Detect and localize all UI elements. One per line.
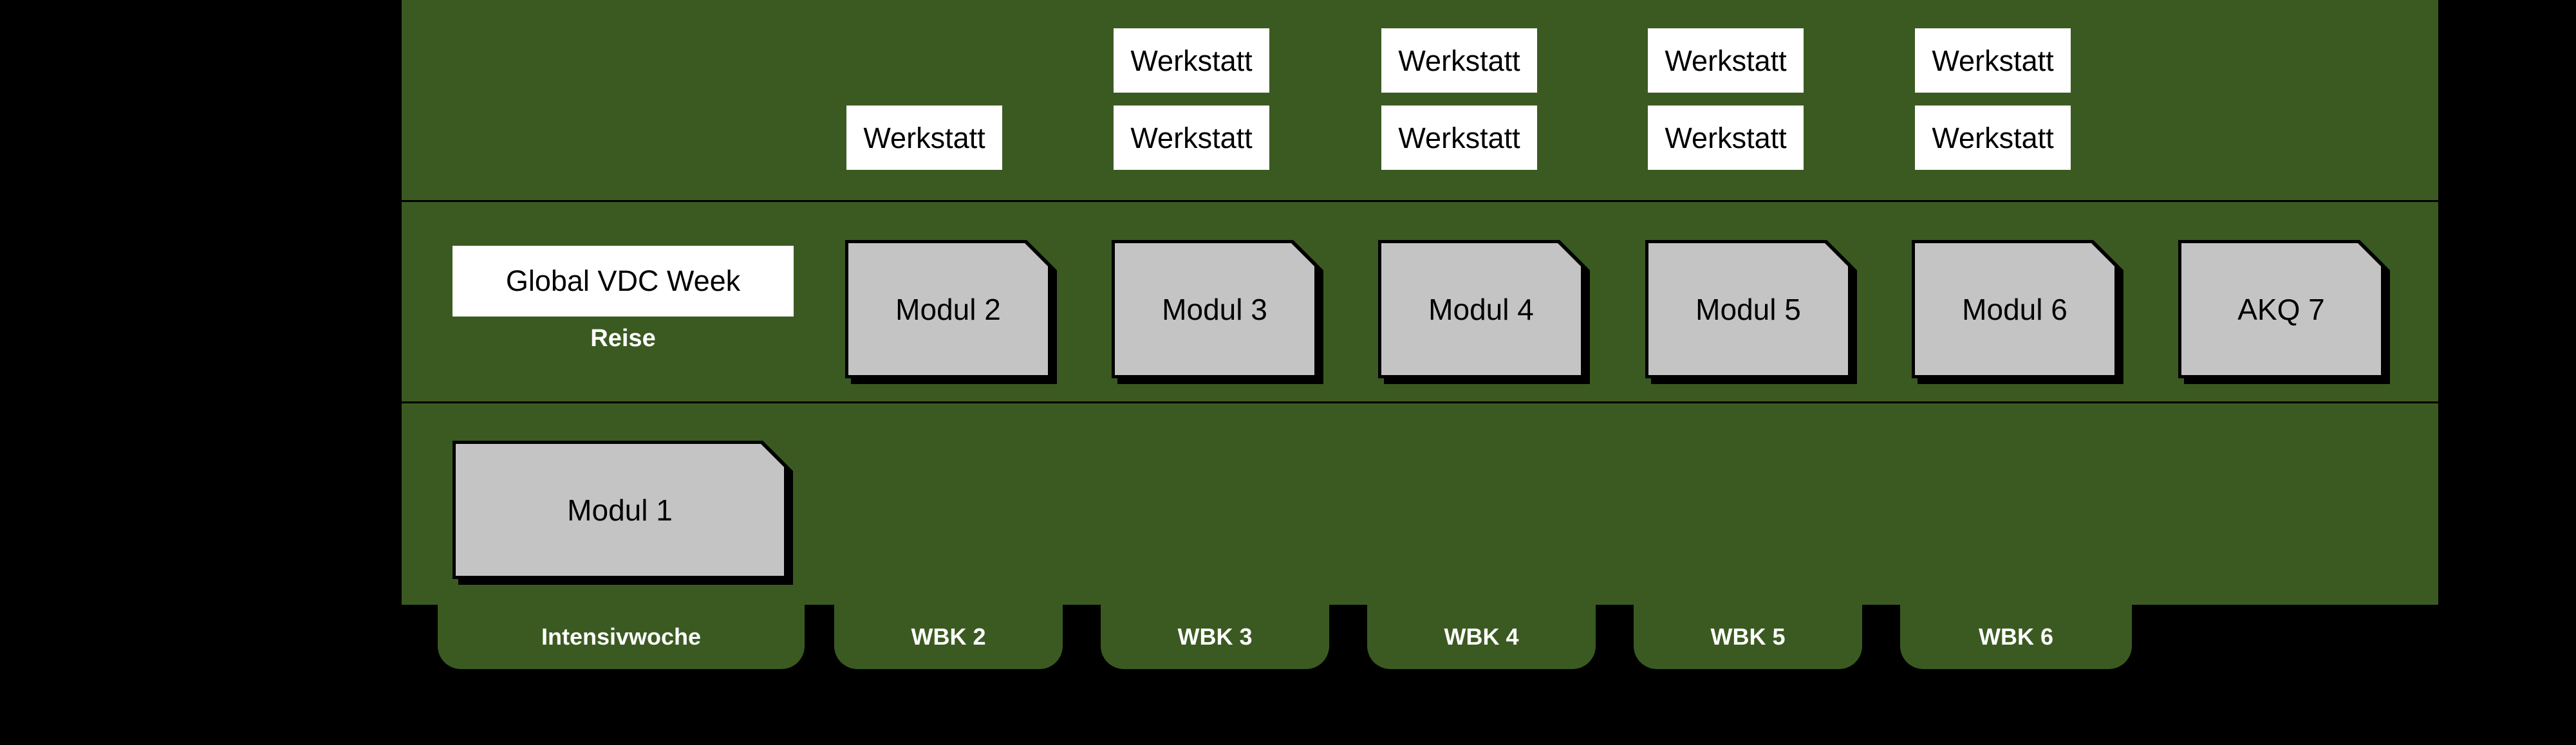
module-card-fill: [1115, 243, 1314, 375]
workshop-chip[interactable]: Werkstatt: [1114, 106, 1269, 170]
modules-row: [402, 202, 2438, 403]
module-card-label: Modul 4: [1428, 292, 1534, 326]
module-card-border: [453, 441, 787, 579]
workshop-chip[interactable]: Werkstatt: [1381, 28, 1537, 93]
module-card-label: Modul 3: [1162, 292, 1267, 326]
tab-wbk-6[interactable]: WBK 6: [1900, 605, 2132, 669]
global-vdc-week-label: Global VDC Week: [453, 246, 794, 317]
module-card-fill: [2181, 243, 2381, 375]
module-card-fill: [1915, 243, 2114, 375]
module-card-border: [1645, 240, 1851, 378]
tab-intensivwoche[interactable]: Intensivwoche: [438, 605, 805, 669]
module-card-border: [2178, 240, 2384, 378]
workshop-chip[interactable]: Werkstatt: [1648, 28, 1804, 93]
module-card[interactable]: Modul 3: [1112, 240, 1318, 378]
module-card-border: [845, 240, 1051, 378]
workshop-chip[interactable]: Werkstatt: [1915, 28, 2071, 93]
tab-wbk-5[interactable]: WBK 5: [1634, 605, 1862, 669]
tab-wbk-4[interactable]: WBK 4: [1367, 605, 1596, 669]
tab-wbk-3[interactable]: WBK 3: [1101, 605, 1329, 669]
module-card-border: [1112, 240, 1318, 378]
tab-wbk-2[interactable]: WBK 2: [834, 605, 1063, 669]
workshop-chip[interactable]: Werkstatt: [1114, 28, 1269, 93]
module-card[interactable]: Modul 6: [1912, 240, 2118, 378]
module-card[interactable]: Modul 4: [1378, 240, 1584, 378]
module-card[interactable]: Modul 2: [845, 240, 1051, 378]
module-card-fill: [848, 243, 1048, 375]
module-card-border: [1912, 240, 2118, 378]
module-card[interactable]: AKQ 7: [2178, 240, 2384, 378]
module-card-label: Modul 2: [895, 292, 1001, 326]
workshop-chip[interactable]: Werkstatt: [1381, 106, 1537, 170]
module-card[interactable]: Modul 5: [1645, 240, 1851, 378]
module-card-label: Modul 5: [1695, 292, 1801, 326]
workshops-row: Werkstatt Werkstatt Werkstatt Werkstatt …: [402, 0, 2438, 202]
workshop-chip[interactable]: Werkstatt: [1648, 106, 1804, 170]
module-card-label: Modul 6: [1962, 292, 2067, 326]
reise-label: Reise: [590, 325, 656, 352]
workshop-chip[interactable]: Werkstatt: [846, 106, 1002, 170]
module-card[interactable]: Modul 1: [453, 441, 787, 579]
module-card-fill: [1381, 243, 1581, 375]
module-card-fill: [456, 444, 784, 576]
module-card-fill: [1648, 243, 1848, 375]
module-card-border: [1378, 240, 1584, 378]
workshop-chip[interactable]: Werkstatt: [1915, 106, 2071, 170]
module-card-label: Modul 1: [567, 493, 673, 527]
module-card-label: AKQ 7: [2237, 292, 2325, 326]
